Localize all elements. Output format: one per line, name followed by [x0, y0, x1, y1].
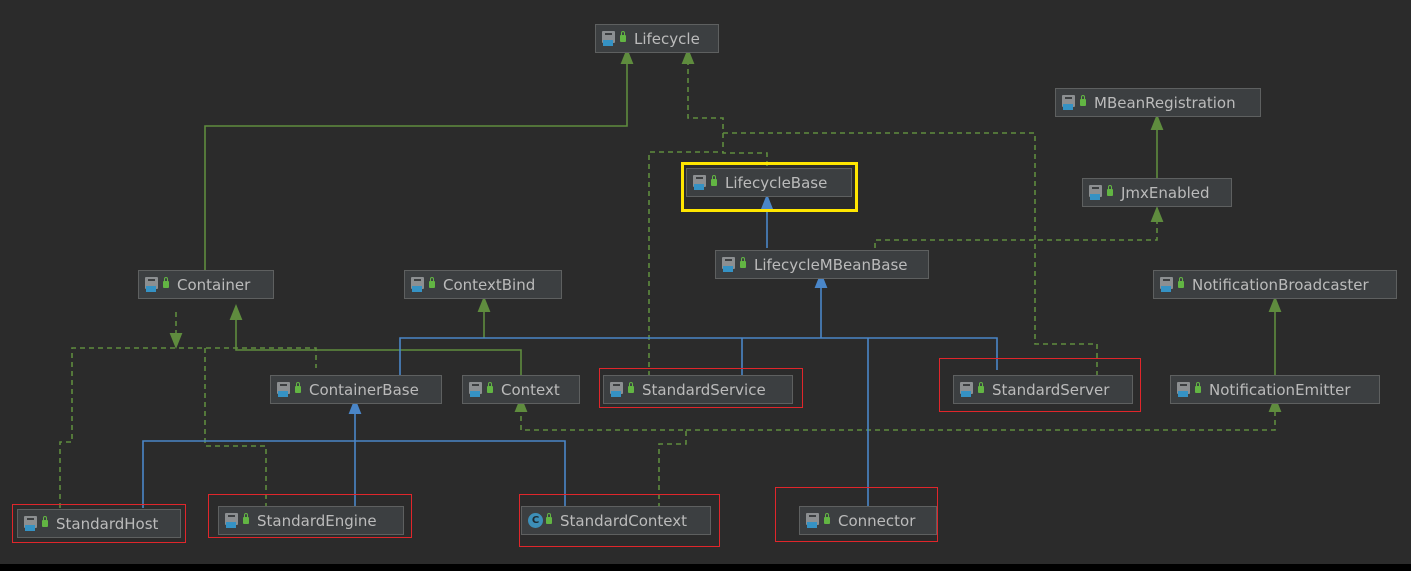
interface-icon [225, 513, 249, 528]
bottom-bar [0, 564, 1411, 571]
edge-standardhost-container [59, 347, 317, 508]
node-standardengine[interactable]: StandardEngine [218, 506, 404, 535]
interface-icon [960, 382, 984, 397]
interface-icon [24, 516, 48, 531]
node-connector[interactable]: Connector [799, 506, 937, 535]
edge-standardengine-container [204, 344, 267, 508]
class-icon: C [528, 513, 552, 528]
interface-icon [610, 382, 634, 397]
edge-lmbb-jmxenabled [874, 206, 1164, 248]
node-notificationemitter[interactable]: NotificationEmitter [1170, 375, 1380, 404]
interface-icon [1062, 95, 1086, 110]
interface-icon [277, 382, 301, 397]
edge-container-lifecycle [204, 48, 634, 270]
edge-containerbase-lmbb [399, 337, 998, 376]
node-label: StandardContext [560, 511, 688, 530]
edge-standardcontext-context [514, 396, 687, 508]
node-standardservice[interactable]: StandardService [603, 375, 793, 404]
node-notificationbroadcaster[interactable]: NotificationBroadcaster [1153, 270, 1397, 299]
node-label: StandardServer [992, 380, 1110, 399]
edge-standardcontext-notifemitter [686, 396, 1282, 431]
interface-icon [722, 257, 746, 272]
node-label: NotificationEmitter [1209, 380, 1351, 399]
interface-icon [1177, 382, 1201, 397]
node-label: StandardHost [56, 514, 159, 533]
interface-icon [806, 513, 830, 528]
interface-icon [469, 382, 493, 397]
node-lifecyclebase[interactable]: LifecycleBase [686, 168, 852, 197]
node-label: MBeanRegistration [1094, 93, 1236, 112]
node-standardcontext[interactable]: C StandardContext [521, 506, 711, 535]
node-label: Container [177, 275, 251, 294]
node-label: Context [501, 380, 560, 399]
node-contextbind[interactable]: ContextBind [404, 270, 562, 299]
interface-icon [1089, 185, 1113, 200]
node-label: ContextBind [443, 275, 536, 294]
interface-icon [145, 277, 169, 292]
node-label: JmxEnabled [1121, 183, 1210, 202]
node-label: ContainerBase [309, 380, 419, 399]
node-label: StandardService [642, 380, 766, 399]
node-standardserver[interactable]: StandardServer [953, 375, 1133, 404]
edge-standardserver-lifecycle [723, 132, 1098, 376]
interface-icon [1160, 277, 1184, 292]
node-lifecycle[interactable]: Lifecycle [595, 24, 719, 53]
node-container[interactable]: Container [138, 270, 274, 299]
node-mbeanregistration[interactable]: MBeanRegistration [1055, 88, 1261, 117]
edge-standardhost-containerbase [142, 440, 566, 508]
node-standardhost[interactable]: StandardHost [17, 509, 181, 538]
node-containerbase[interactable]: ContainerBase [270, 375, 442, 404]
edge-context-container [229, 304, 522, 376]
edge-lifecyclebase-lifecycle [681, 48, 768, 166]
interface-icon [602, 31, 626, 46]
node-label: NotificationBroadcaster [1192, 275, 1369, 294]
node-label: StandardEngine [257, 511, 377, 530]
node-label: Lifecycle [634, 29, 700, 48]
node-label: LifecycleBase [725, 173, 828, 192]
node-context[interactable]: Context [462, 375, 580, 404]
edge-standardservice-lifecycle [648, 151, 723, 376]
node-lifecyclembeanbase[interactable]: LifecycleMBeanBase [715, 250, 929, 279]
node-label: Connector [838, 511, 916, 530]
interface-icon [411, 277, 435, 292]
interface-icon [693, 175, 717, 190]
node-jmxenabled[interactable]: JmxEnabled [1082, 178, 1232, 207]
node-label: LifecycleMBeanBase [754, 255, 908, 274]
